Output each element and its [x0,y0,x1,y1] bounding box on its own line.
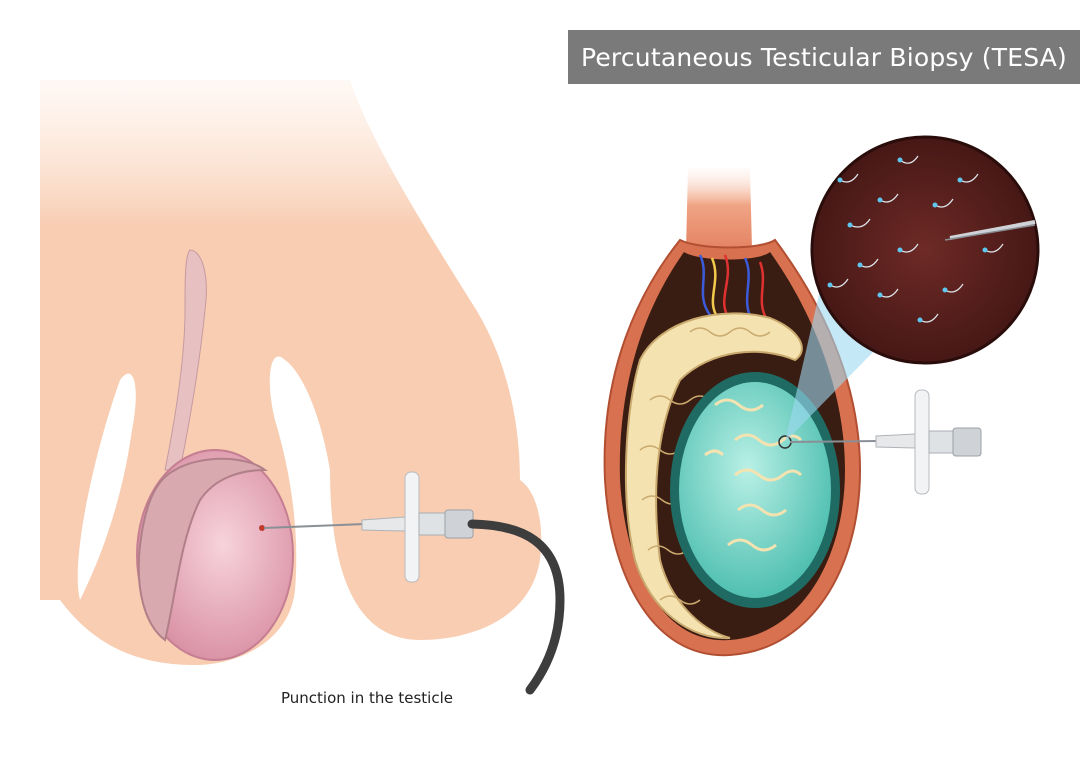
spermatic-cord-section [686,168,752,262]
thigh-gap [77,373,136,600]
sperm-cell-icon [827,155,1004,323]
syringe-needle-icon [789,389,982,495]
illustration-caption: Punction in the testicle [281,689,453,707]
epididymis-section [624,312,803,640]
lobules [704,398,803,552]
coiled-tubules [639,327,771,605]
puncture-point [259,525,265,531]
external-anatomy [40,80,565,695]
magnified-view [810,135,1040,365]
suction-tube [467,519,565,695]
diagram-title: Percutaneous Testicular Biopsy (TESA) [568,30,1080,84]
cross-section-anatomy [603,135,1040,657]
syringe-needle-icon [263,471,474,583]
epididymis [137,457,269,642]
